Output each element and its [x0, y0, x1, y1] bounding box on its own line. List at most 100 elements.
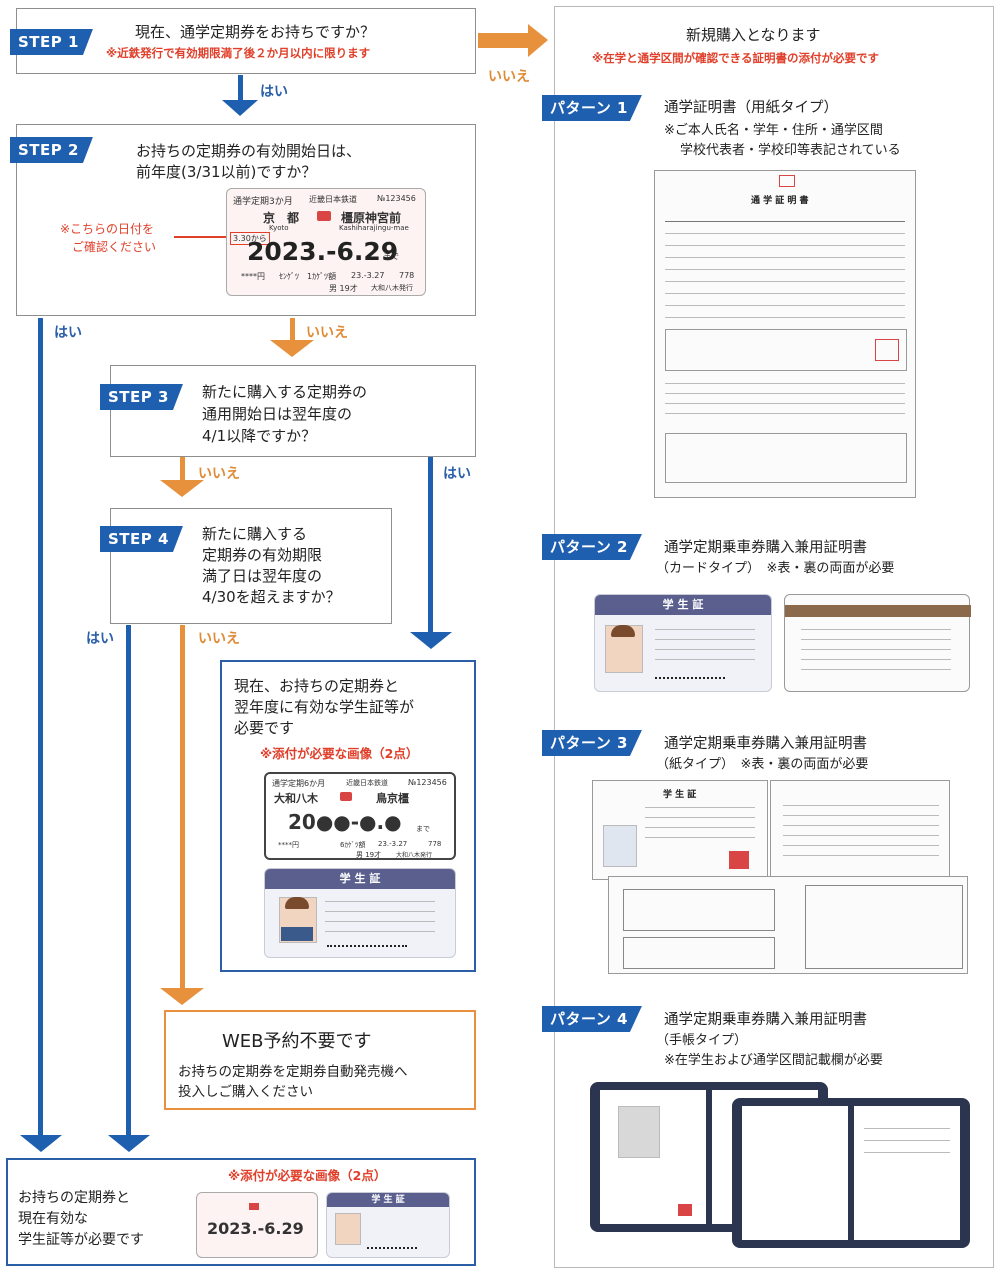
card-magstripe: [785, 605, 971, 617]
doc-line: [665, 245, 905, 246]
resultA-attach: ※添付が必要な画像（2点）: [260, 746, 419, 761]
step3-question-3: 4/1以降ですか？: [202, 427, 317, 445]
handbook-page: [742, 1106, 848, 1240]
doc-line: [665, 233, 905, 234]
doc-line: [665, 257, 905, 258]
pattern4-sub2: ※在学生および通学区間記載欄が必要: [664, 1053, 883, 1068]
student-photo-icon: [335, 1213, 361, 1245]
doc-line: [864, 1128, 950, 1129]
doc-line: [645, 827, 755, 828]
doc-box: [665, 329, 907, 371]
ticket1-from-kana: Kyoto: [269, 224, 289, 232]
card-barcode: [327, 945, 407, 951]
step3-question-2: 通用開始日は翌年度の: [202, 405, 353, 423]
ticket-seal-icon: [249, 1203, 259, 1210]
pattern4-tag: パターン 4: [542, 1006, 642, 1032]
ticket-seal-icon: [340, 792, 352, 801]
step3-tag: STEP 3: [100, 384, 183, 410]
student-card-title: 学 生 証: [265, 869, 455, 889]
pattern2-title: 通学定期乗車券購入兼用証明書: [664, 540, 867, 556]
card-type-front: 学 生 証: [594, 594, 772, 692]
resultB-line2: 投入しご購入ください: [178, 1084, 313, 1100]
card-hair: [611, 625, 635, 637]
step2-question-1: お持ちの定期券の有効開始日は、: [136, 142, 362, 160]
paper-type-back: [608, 876, 968, 974]
card-body: [281, 927, 313, 941]
card-barcode: [367, 1247, 417, 1252]
arrow-step4-no-line: [180, 625, 185, 990]
arrow-step1-no: [478, 24, 548, 57]
step1-no-label: いいえ: [488, 69, 530, 85]
ticket1-code: 778: [399, 271, 415, 280]
pattern4-title: 通学定期乗車券購入兼用証明書: [664, 1012, 867, 1028]
school-seal-icon: [729, 851, 749, 869]
ticket2-number: №123456: [408, 778, 447, 787]
doc-line: [665, 269, 905, 270]
step2-note-2: ご確認ください: [72, 240, 157, 254]
doc-line: [801, 659, 951, 660]
ticket2-issued: 23.-3.27: [378, 840, 408, 848]
card-type-back: [784, 594, 971, 692]
step3-yes-label: はい: [443, 466, 471, 482]
pattern3-tag: パターン 3: [542, 730, 642, 756]
arrowhead-step2-yes: [20, 1135, 62, 1152]
doc-line: [864, 1152, 950, 1153]
step1-tag: STEP 1: [10, 29, 93, 55]
school-seal-icon: [875, 339, 899, 361]
arrowhead-step3-yes: [410, 632, 452, 649]
ticket2-from: 大和八木: [274, 792, 318, 805]
ticket2-code: 778: [428, 840, 442, 848]
arrow-step2-yes-line: [38, 318, 43, 1138]
step4-tag: STEP 4: [100, 526, 183, 552]
resultC-attach: ※添付が必要な画像（2点）: [228, 1168, 387, 1183]
resultA-line1: 現在、お持ちの定期券と: [234, 677, 400, 695]
handbook-type-2: [732, 1098, 970, 1248]
doc-table: [805, 885, 963, 969]
resultC-line3: 学生証等が必要です: [18, 1232, 144, 1248]
step2-yes-label: はい: [54, 325, 82, 341]
doc-line: [864, 1140, 950, 1141]
step2-note-1: ※こちらの日付を: [60, 222, 155, 236]
step1-box: [16, 8, 476, 74]
doc-line: [783, 855, 939, 856]
ticket-sample-3: 2023.-6.29: [196, 1192, 318, 1258]
ticket3-expiry: 2023.-6.29: [207, 1219, 304, 1238]
ticket2-suffix: まで: [416, 825, 430, 833]
resultC-line2: 現在有効な: [18, 1211, 88, 1227]
pattern1-sub1: ※ご本人氏名・学年・住所・通学区間: [664, 123, 883, 138]
doc-line: [665, 393, 905, 394]
resultA-line3: 必要です: [234, 719, 295, 737]
step1-yes-label: はい: [260, 84, 288, 100]
ticket1-price: ****円: [241, 272, 265, 281]
ticket2-header: 通学定期6か月: [272, 779, 326, 788]
step4-question-2: 定期券の有効期限: [202, 546, 323, 564]
school-certificate-doc: 通 学 証 明 書: [654, 170, 916, 498]
doc-line: [783, 845, 939, 846]
ticket2-office: 大和八木発行: [396, 852, 433, 859]
doc-line: [665, 305, 905, 306]
doc-line: [665, 281, 905, 282]
ticket1-to: 橿原神宮前: [341, 211, 402, 225]
student-card-title: 学 生 証: [595, 595, 771, 615]
school-seal-icon: [678, 1204, 692, 1216]
ticket1-fare: ｾﾝｹﾞﾂ: [279, 272, 299, 281]
doc-line: [665, 221, 905, 222]
arrow-step3-yes-line: [428, 430, 433, 635]
doc-line: [645, 807, 755, 808]
pattern1-tag: パターン 1: [542, 95, 642, 121]
ticket2-issuer: 近畿日本鉄道: [346, 779, 388, 787]
ticket-sample-1: 通学定期3か月 近畿日本鉄道 №123456 京 都 Kyoto 橿原神宮前 K…: [226, 188, 426, 296]
doc-line: [645, 837, 755, 838]
ticket2-price: ****円: [278, 841, 299, 849]
pattern3-title: 通学定期乗車券購入兼用証明書: [664, 736, 867, 752]
ticket1-number: №123456: [377, 194, 416, 203]
ticket1-expiry-suffix: まで: [383, 252, 399, 261]
ticket2-tax: 6ｶｹﾞﾂ額: [340, 841, 366, 849]
ticket1-from: 京 都: [263, 211, 300, 225]
doc-box: [665, 433, 907, 483]
pattern2-sub: （カードタイプ） ※表・裏の両面が必要: [656, 561, 895, 576]
doc-line: [665, 383, 905, 384]
card-line: [325, 931, 435, 932]
step3-box: [110, 365, 476, 457]
card-line: [325, 911, 435, 912]
